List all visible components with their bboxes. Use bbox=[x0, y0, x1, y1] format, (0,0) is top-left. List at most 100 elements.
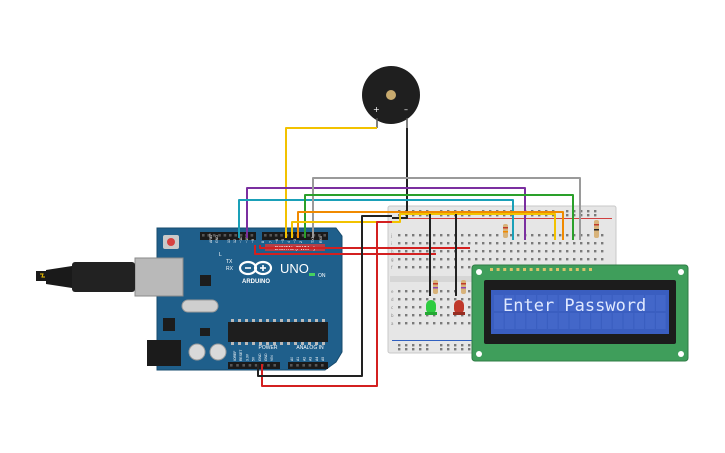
capacitor bbox=[209, 343, 227, 361]
pin-label: 8 bbox=[261, 241, 265, 243]
pin-label: ~3 bbox=[293, 239, 297, 243]
voltage-regulator bbox=[163, 318, 175, 331]
led-green bbox=[425, 300, 437, 315]
pin-label: ~5 bbox=[281, 239, 285, 243]
piezo-buzzer: + – bbox=[362, 66, 420, 128]
pin-label: 3.3V bbox=[245, 353, 249, 361]
row-letter: f bbox=[391, 265, 393, 270]
buzzer-plus-label: + bbox=[373, 105, 380, 114]
arduino-logo-icon bbox=[238, 260, 273, 276]
power-label: POWER bbox=[259, 345, 278, 351]
pin-label: ~10 bbox=[245, 237, 249, 243]
l-label: L bbox=[219, 252, 222, 258]
header-digital-right bbox=[262, 232, 328, 240]
wire-gray bbox=[312, 177, 581, 240]
buzzer-minus-label: – bbox=[404, 105, 408, 114]
pin-label: A2 bbox=[302, 357, 306, 361]
usb-cable-plug bbox=[72, 262, 135, 292]
mount-hole bbox=[678, 269, 684, 275]
wire-gnd-bottom bbox=[257, 364, 363, 377]
pin-label: GND bbox=[264, 353, 268, 361]
analog-label: ANALOG IN bbox=[296, 345, 324, 351]
lcd-line-1: Enter Password bbox=[503, 296, 646, 316]
led-red bbox=[453, 300, 465, 315]
pin-label: A4 bbox=[315, 357, 319, 361]
wire-yellow-2 bbox=[291, 213, 556, 240]
pin-label: 2 bbox=[299, 241, 303, 243]
pin-label: VIN bbox=[270, 355, 274, 361]
lcd-module: Enter Password bbox=[471, 264, 689, 362]
mount-hole bbox=[678, 351, 684, 357]
row-letter: g bbox=[391, 257, 394, 262]
wire-5v bbox=[261, 221, 392, 387]
wire-green bbox=[304, 194, 574, 240]
resistor bbox=[433, 280, 438, 294]
pin-label: 4 bbox=[287, 241, 291, 243]
usb-symbol-icon bbox=[40, 273, 45, 278]
row-letter: b bbox=[391, 313, 394, 318]
usb-cable bbox=[46, 266, 72, 288]
rx-label: RX bbox=[226, 266, 234, 272]
lcd-header-pins bbox=[490, 268, 592, 271]
crystal bbox=[181, 299, 219, 313]
buzzer-center bbox=[386, 90, 396, 100]
pin-label: AREF bbox=[209, 233, 213, 243]
resistor bbox=[503, 224, 508, 238]
pin-label: 5V bbox=[252, 356, 256, 361]
wire-buzzer-negative bbox=[392, 128, 408, 219]
reset-button-cap bbox=[167, 238, 175, 246]
logo-text: ARDUINO bbox=[242, 279, 270, 285]
pin-label: GND bbox=[258, 353, 262, 361]
pin-label: A3 bbox=[309, 357, 313, 361]
wires bbox=[238, 127, 581, 387]
pin-label: GND bbox=[215, 235, 219, 243]
atmega-chip bbox=[228, 322, 328, 342]
pin-label: 13 bbox=[227, 239, 231, 243]
tx-label: TX bbox=[226, 259, 233, 265]
resistors bbox=[433, 220, 599, 294]
pin-label: 7 bbox=[269, 241, 273, 243]
pin-label: 12 bbox=[233, 239, 237, 243]
model-label: UNO bbox=[280, 261, 309, 276]
dc-power-jack bbox=[147, 340, 181, 366]
pin-label: A1 bbox=[296, 357, 300, 361]
mount-hole bbox=[476, 269, 482, 275]
pin-label: TX1 bbox=[311, 236, 315, 243]
row-letter: a bbox=[391, 321, 394, 326]
pin-label: ~9 bbox=[251, 239, 255, 243]
resistor bbox=[461, 280, 466, 294]
usb-connector bbox=[134, 257, 184, 297]
header-digital-left bbox=[200, 232, 256, 240]
row-letter: c bbox=[391, 305, 393, 310]
pin-label: A5 bbox=[321, 357, 325, 361]
row-letter: j bbox=[390, 233, 392, 238]
row-letter: h bbox=[391, 249, 394, 254]
wire-buzzer-positive bbox=[285, 127, 377, 238]
wire-red-led bbox=[259, 245, 470, 249]
pin-label: RESET bbox=[239, 350, 243, 361]
pin-label: ~6 bbox=[275, 239, 279, 243]
wire-red-led-2 bbox=[254, 245, 436, 255]
pin-label: ~11 bbox=[239, 237, 243, 243]
resistor bbox=[594, 220, 599, 238]
on-led bbox=[309, 273, 315, 276]
header-analog bbox=[288, 362, 328, 369]
small-chip bbox=[200, 328, 210, 336]
wire-ground bbox=[361, 215, 392, 372]
mount-hole bbox=[476, 351, 482, 357]
usb-chip bbox=[200, 275, 211, 286]
pin-label: IOREF bbox=[233, 351, 237, 361]
on-label: ON bbox=[318, 273, 326, 279]
row-letter: i bbox=[391, 241, 392, 246]
wire-orange bbox=[297, 211, 564, 240]
row-letter: d bbox=[391, 297, 394, 302]
header-power bbox=[228, 362, 280, 369]
pin-label: A0 bbox=[290, 357, 294, 361]
row-letter: e bbox=[391, 289, 394, 294]
pin-label: RX0 bbox=[319, 236, 323, 243]
